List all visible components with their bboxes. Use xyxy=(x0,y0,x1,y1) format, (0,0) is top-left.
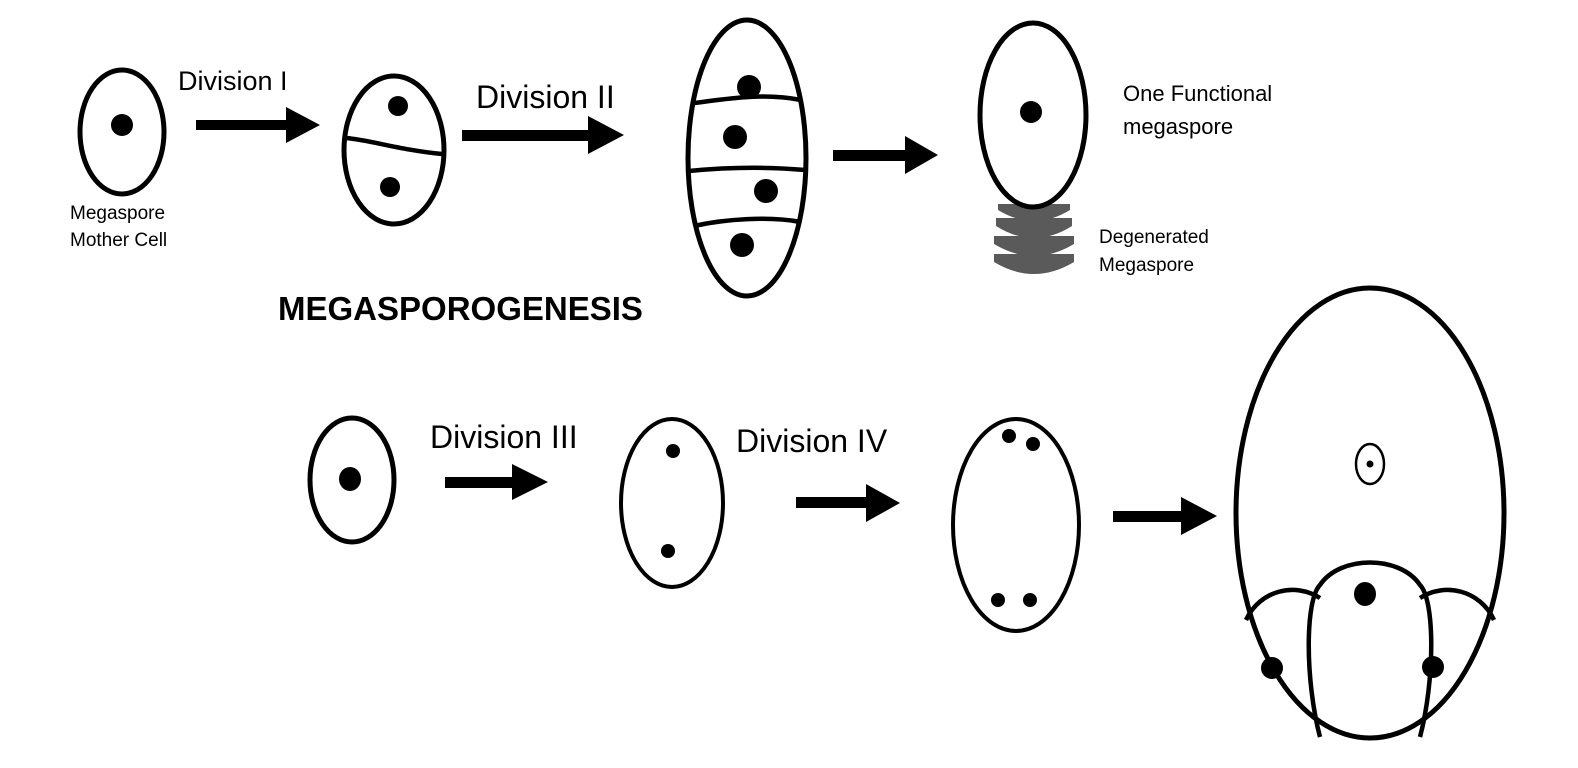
division-2-label: Division II xyxy=(476,79,615,115)
division-4-label: Division IV xyxy=(736,423,888,459)
dyad-cell xyxy=(341,73,447,227)
degenerated-megaspores xyxy=(994,204,1074,274)
linear-tetrad xyxy=(685,17,809,299)
four-nucleate-cell xyxy=(951,417,1081,633)
degenerated-label-line2: Megaspore xyxy=(1099,255,1194,276)
two-nucleate-cell xyxy=(619,417,725,589)
division-3-arrow xyxy=(445,464,548,500)
functional-label-line2: megaspore xyxy=(1123,114,1233,139)
tetrad-to-functional-arrow xyxy=(833,136,938,174)
functional-label-line1: One Functional xyxy=(1123,81,1272,106)
functional-megaspore xyxy=(977,20,1089,210)
mother-cell-label-line1: Megaspore xyxy=(70,203,165,224)
mother-cell-label-line2: Mother Cell xyxy=(70,230,167,251)
degenerated-label-line1: Degenerated xyxy=(1099,227,1209,248)
division-1-arrow xyxy=(196,107,320,143)
uninucleate-cell xyxy=(307,415,397,545)
to-embryo-sac-arrow xyxy=(1113,497,1217,535)
division-1-label: Division I xyxy=(178,66,288,96)
division-3-label: Division III xyxy=(430,419,578,455)
diagram-title: MEGASPOROGENESIS xyxy=(278,290,643,327)
embryo-sac xyxy=(1233,285,1507,741)
division-4-arrow xyxy=(796,484,900,522)
division-2-arrow xyxy=(462,116,624,154)
megaspore-mother-cell xyxy=(77,67,167,197)
